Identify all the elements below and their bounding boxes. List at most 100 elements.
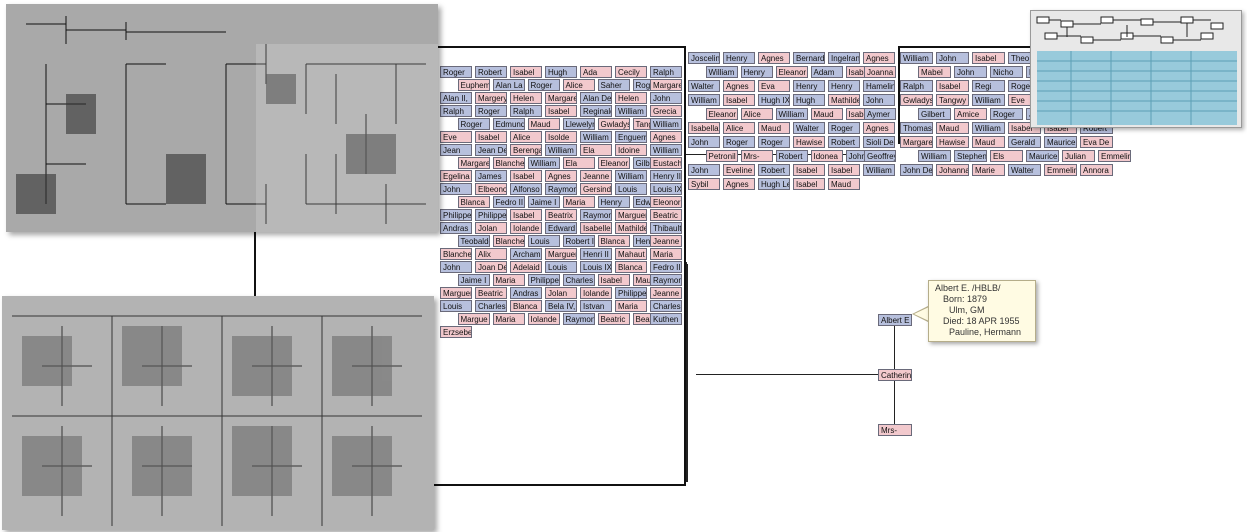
person-node[interactable]: Eva <box>758 80 790 92</box>
person-node[interactable]: Eve <box>440 131 472 143</box>
person-node[interactable]: John <box>863 94 895 106</box>
person-node[interactable]: Blanca <box>615 261 647 273</box>
person-node[interactable]: Agnes <box>758 52 790 64</box>
person-node[interactable]: Ralph <box>510 105 542 117</box>
person-node[interactable]: Stephen <box>954 150 987 162</box>
person-node[interactable]: Isabelle <box>580 222 612 234</box>
person-node[interactable]: Isabel <box>723 94 755 106</box>
person-node[interactable]: Robert I <box>562 235 595 247</box>
person-node[interactable]: Jaime I <box>457 274 490 286</box>
person-node[interactable]: Raymon <box>650 274 682 286</box>
person-node[interactable]: Idonea <box>810 150 843 162</box>
person-node[interactable]: Cecily <box>615 66 647 78</box>
person-node[interactable]: Sybil <box>688 178 720 190</box>
person-node[interactable]: Eleanor <box>775 66 808 78</box>
person-node[interactable]: Walter <box>688 80 720 92</box>
person-node[interactable]: Margery <box>475 92 507 104</box>
person-node[interactable]: Maurice <box>1044 136 1077 148</box>
person-node[interactable]: Bernard <box>793 52 825 64</box>
person-node[interactable]: Gwladys <box>597 118 630 130</box>
person-node[interactable]: Maud <box>527 118 560 130</box>
person-node[interactable]: Thomas <box>900 122 933 134</box>
person-node[interactable]: Raymon <box>580 209 612 221</box>
person-node[interactable]: Jean <box>440 144 472 156</box>
person-node[interactable]: Isabel <box>597 274 630 286</box>
person-node[interactable]: Gersinde <box>580 183 612 195</box>
person-node[interactable]: Hugh <box>545 66 577 78</box>
person-node[interactable]: Isabel <box>972 52 1005 64</box>
person-node[interactable]: Alan De <box>580 92 612 104</box>
person-node[interactable]: Hugh Le <box>758 178 790 190</box>
person-node[interactable]: Robert <box>828 136 860 148</box>
person-node[interactable]: John <box>688 136 720 148</box>
person-node[interactable]: Iolande <box>510 222 542 234</box>
person-node[interactable]: Fedro II <box>650 261 682 273</box>
person-node[interactable]: Blanca <box>510 300 542 312</box>
person-node[interactable]: Jolan <box>475 222 507 234</box>
person-node[interactable]: Maria <box>615 300 647 312</box>
person-node[interactable]: Iolande <box>527 313 560 325</box>
person-node[interactable]: Ingelran <box>828 52 860 64</box>
person-node[interactable]: Jeanne <box>580 170 612 182</box>
person-node[interactable]: Margare <box>900 136 933 148</box>
person-node[interactable]: Roger <box>990 108 1023 120</box>
person-node[interactable]: Ralph <box>440 105 472 117</box>
person-node[interactable]: Geoffrey <box>864 150 896 162</box>
person-node[interactable]: William <box>863 164 895 176</box>
person-node[interactable]: Robert <box>775 150 808 162</box>
person-node[interactable]: Ralph <box>650 66 682 78</box>
person-node[interactable]: Agnes <box>723 80 755 92</box>
person-node[interactable]: Els <box>990 150 1023 162</box>
person-node[interactable]: Joanna <box>864 66 896 78</box>
person-node[interactable]: Henry <box>723 52 755 64</box>
person-node[interactable]: Walter <box>793 122 825 134</box>
person-node[interactable]: Annora <box>1080 164 1113 176</box>
person-node[interactable]: Johanna <box>936 164 969 176</box>
person-node[interactable]: Charles <box>562 274 595 286</box>
person-node[interactable]: Isabel <box>793 178 825 190</box>
person-node[interactable]: Beatric <box>597 313 630 325</box>
person-node[interactable]: Henry <box>793 80 825 92</box>
person-node[interactable]: Henry II <box>650 170 682 182</box>
person-node[interactable]: Joscelin <box>688 52 720 64</box>
person-node[interactable]: Hamelin <box>863 80 895 92</box>
person-node[interactable]: Alice <box>740 108 773 120</box>
person-node[interactable]: Raymon <box>562 313 595 325</box>
person-node[interactable]: Iolande <box>580 287 612 299</box>
person-node[interactable]: John De <box>900 164 933 176</box>
person-node[interactable]: Bela IV, <box>545 300 577 312</box>
person-node[interactable]: Roger <box>758 136 790 148</box>
person-node[interactable]: Agnes <box>545 170 577 182</box>
person-node[interactable]: Jaime I <box>527 196 560 208</box>
person-node[interactable]: Marguer <box>545 248 577 260</box>
person-node[interactable]: Andras <box>510 287 542 299</box>
person-node[interactable]: Jean De <box>475 144 507 156</box>
person-node[interactable]: Hawise <box>936 136 969 148</box>
person-node[interactable]: Maria <box>650 248 682 260</box>
person-node[interactable]: Marguer <box>440 287 472 299</box>
person-node[interactable]: Eustachi <box>650 157 682 169</box>
overview-panel-top-left[interactable] <box>6 4 438 232</box>
person-node[interactable]: Berenga <box>510 144 542 156</box>
person-node[interactable]: Margue <box>457 313 490 325</box>
person-node[interactable]: Henri II <box>580 248 612 260</box>
person-node[interactable]: Tangwy <box>936 94 969 106</box>
person-node[interactable]: Henry <box>828 80 860 92</box>
person-node[interactable]: Ela <box>580 144 612 156</box>
person-node[interactable]: Ralph <box>900 80 933 92</box>
person-node[interactable]: Enguerra <box>615 131 647 143</box>
person-node[interactable]: James <box>475 170 507 182</box>
person-node[interactable]: John <box>440 261 472 273</box>
person-node[interactable]: Albert E <box>878 314 912 326</box>
person-node[interactable]: John <box>688 164 720 176</box>
person-node[interactable]: William <box>527 157 560 169</box>
person-node[interactable]: Eleonor <box>650 196 682 208</box>
person-node[interactable]: Mabel <box>918 66 951 78</box>
person-node[interactable]: Maud <box>828 178 860 190</box>
person-node[interactable]: Catherin <box>878 369 912 381</box>
person-node[interactable]: Andras <box>440 222 472 234</box>
person-node[interactable]: Blanche <box>492 157 525 169</box>
person-node[interactable]: Agnes <box>723 178 755 190</box>
person-node[interactable]: Margare <box>545 92 577 104</box>
person-node[interactable]: Ada <box>580 66 612 78</box>
